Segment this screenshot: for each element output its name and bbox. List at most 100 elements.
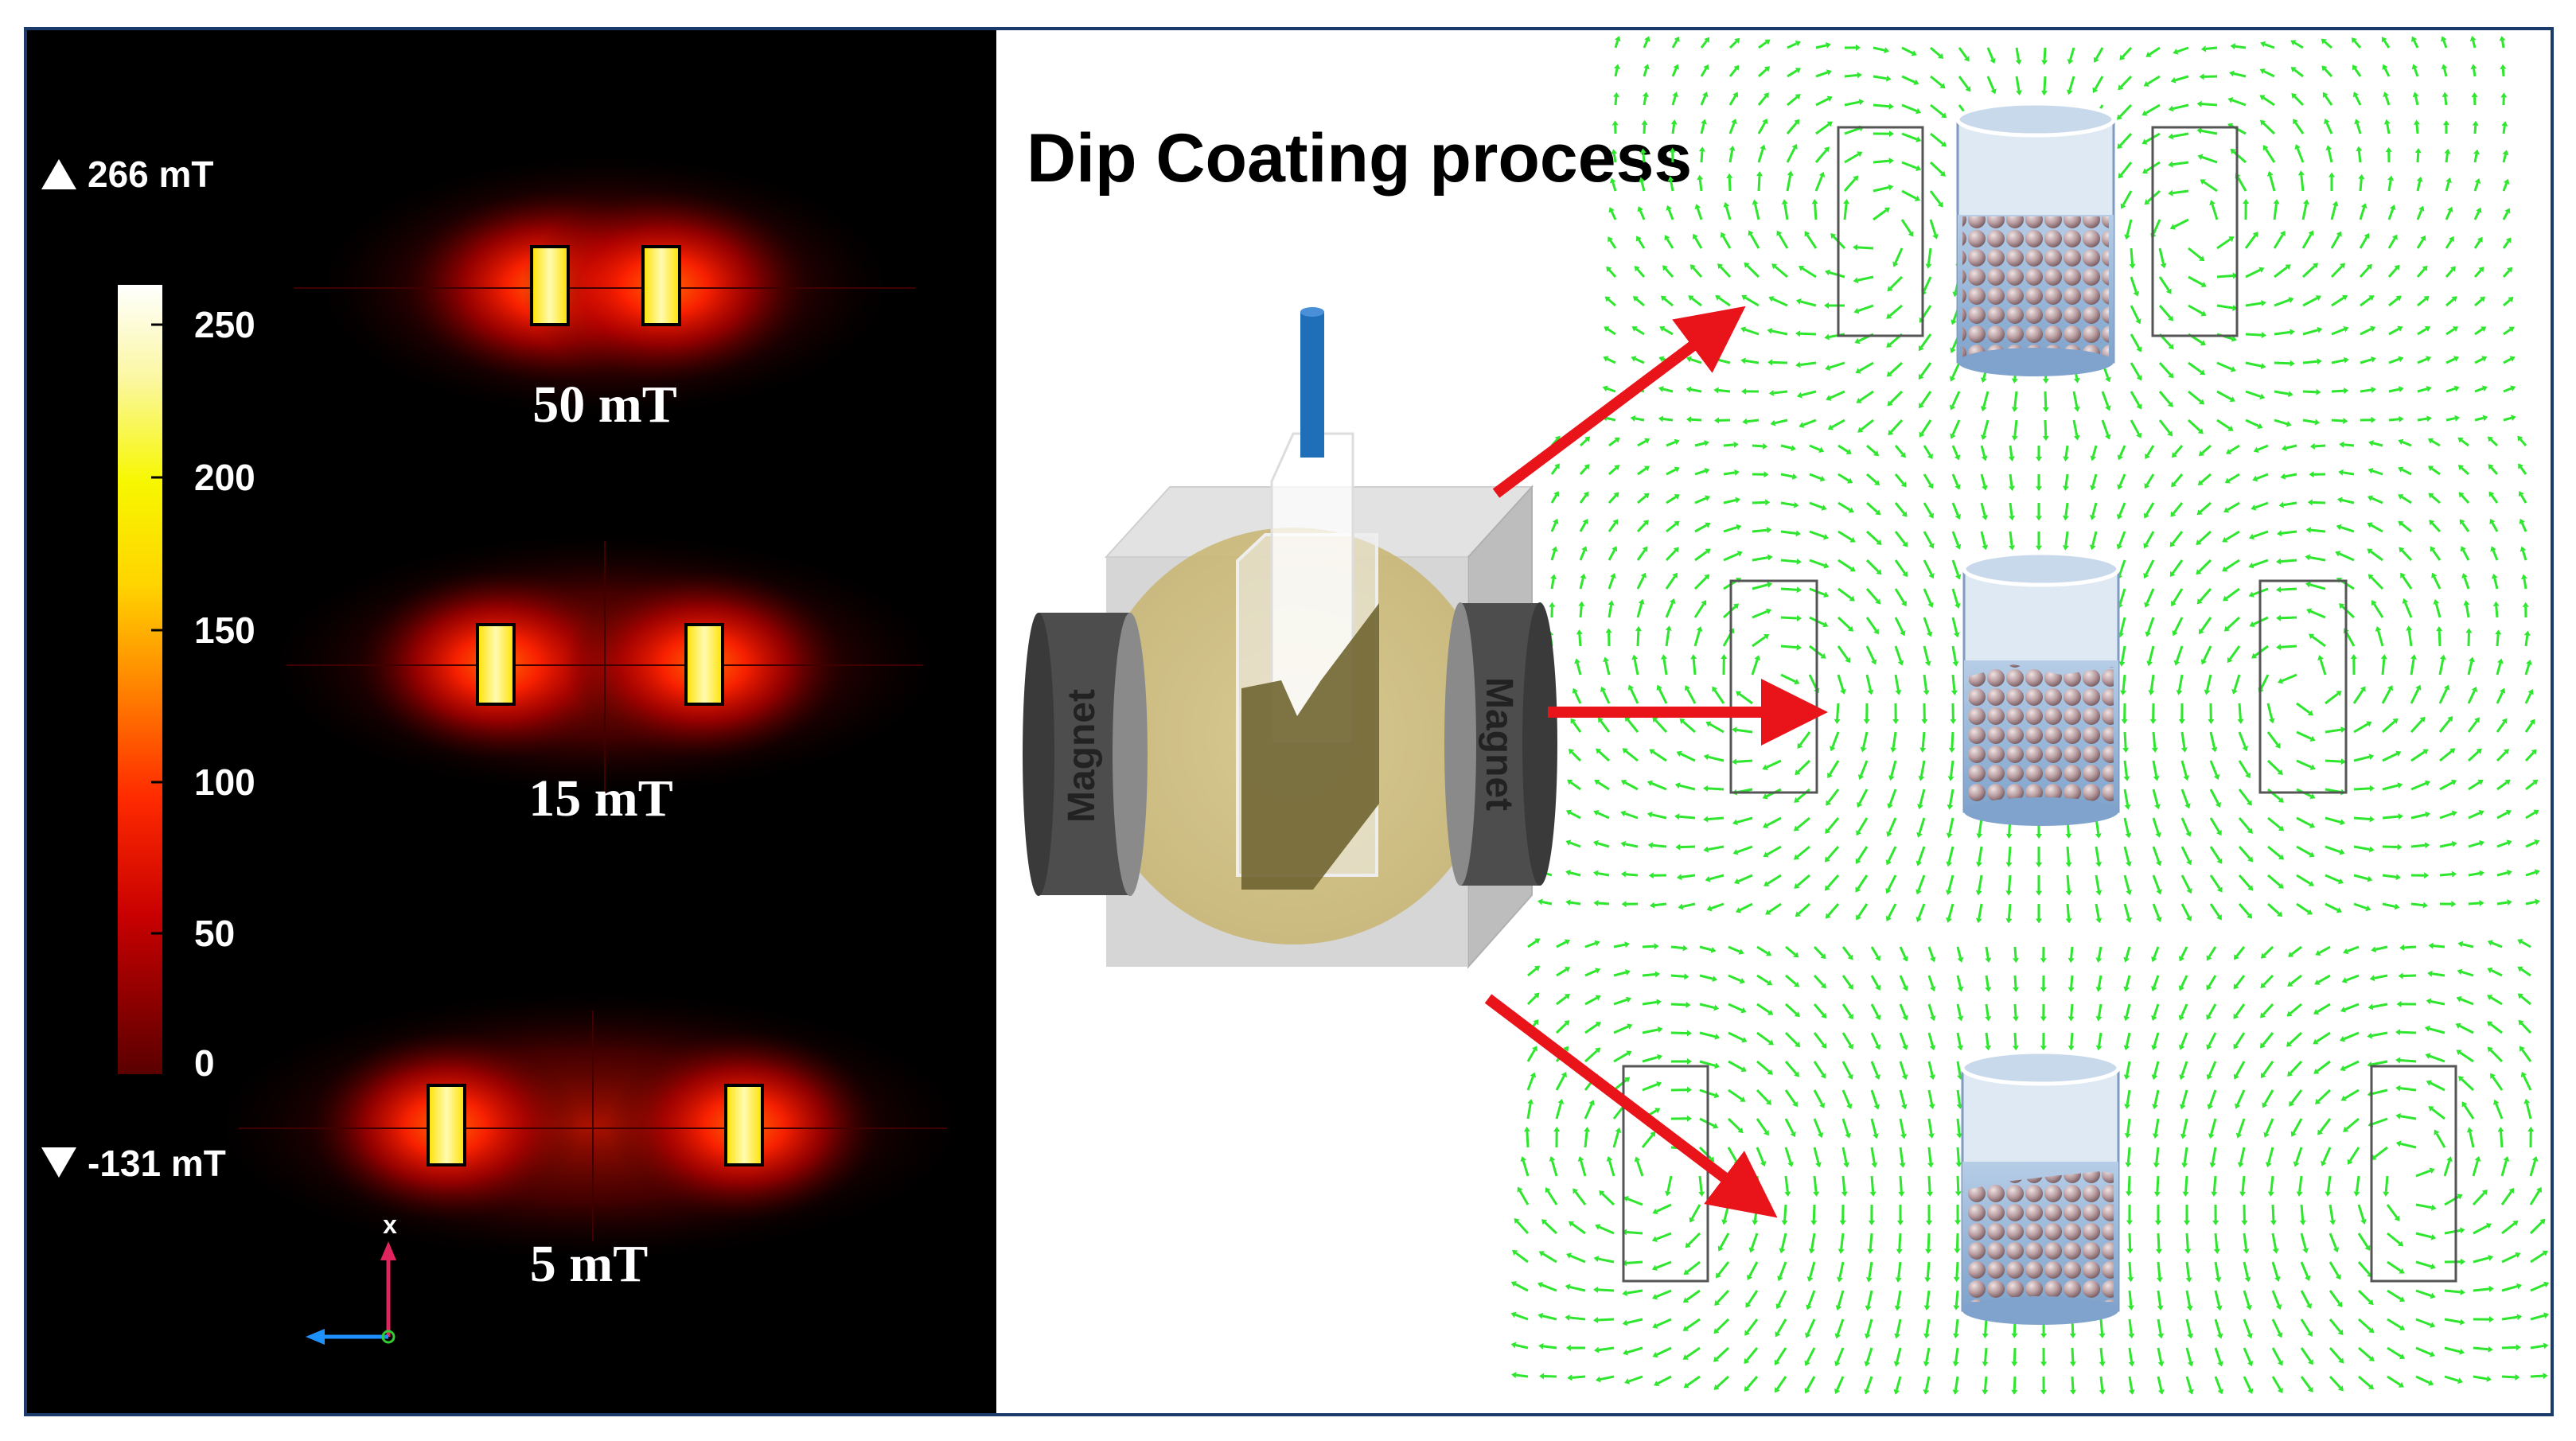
field-vector bbox=[1662, 328, 1674, 336]
field-vector bbox=[2374, 1146, 2388, 1159]
field-vector-head bbox=[2315, 949, 2321, 956]
field-vector bbox=[2384, 1175, 2389, 1193]
field-vector bbox=[1866, 444, 1876, 454]
field-vector-head bbox=[2125, 861, 2132, 867]
field-vector bbox=[2281, 530, 2297, 535]
field-vector bbox=[1636, 630, 1640, 647]
field-vector-head bbox=[2397, 782, 2403, 789]
field-vector bbox=[2370, 550, 2383, 562]
field-vector bbox=[1699, 974, 1713, 980]
field-vector bbox=[1746, 264, 1760, 278]
field-vector bbox=[2445, 357, 2456, 364]
field-vector-head bbox=[2016, 90, 2022, 95]
field-vector-head bbox=[2212, 1220, 2219, 1225]
field-vector-head bbox=[1537, 1312, 1544, 1319]
field-vector bbox=[2415, 1318, 2432, 1326]
field-vector bbox=[2066, 903, 2071, 919]
field-vector-head bbox=[1736, 907, 1742, 913]
field-vector-head bbox=[1918, 775, 1925, 781]
field-vector-head bbox=[2009, 515, 2016, 521]
field-vector bbox=[1899, 1118, 1905, 1135]
field-vector-head bbox=[1939, 170, 1946, 177]
field-vector bbox=[1541, 1283, 1557, 1292]
field-vector bbox=[1896, 1290, 1902, 1307]
field-vector-head bbox=[1640, 572, 1647, 578]
field-vector bbox=[1686, 1346, 1701, 1358]
field-vector-head bbox=[1925, 263, 1932, 269]
field-vector-head bbox=[1884, 207, 1891, 213]
field-vector-head bbox=[1923, 1305, 1931, 1311]
field-vector-head bbox=[2067, 957, 2075, 964]
field-vector-head bbox=[1768, 389, 1775, 396]
beaker-top bbox=[1955, 101, 2116, 376]
field-vector-head bbox=[1894, 1305, 1901, 1311]
field-vector bbox=[1670, 945, 1684, 950]
field-vector bbox=[2410, 688, 2420, 704]
field-vector bbox=[1951, 531, 1959, 546]
field-vector bbox=[2382, 720, 2395, 734]
field-vector-head bbox=[1787, 1161, 1794, 1167]
field-vector-head bbox=[1581, 546, 1588, 552]
field-vector-head bbox=[2126, 1220, 2133, 1225]
field-vector-head bbox=[2170, 511, 2177, 517]
field-vector-head bbox=[2251, 504, 2257, 511]
field-vector-head bbox=[2395, 1057, 2401, 1064]
field-vector bbox=[2239, 1147, 2246, 1163]
field-vector bbox=[1899, 1032, 1907, 1046]
field-vector bbox=[1767, 874, 1782, 885]
field-vector-head bbox=[1631, 356, 1637, 362]
field-vector-head bbox=[1635, 625, 1642, 632]
field-vector bbox=[1841, 975, 1852, 987]
field-vector-head bbox=[2206, 955, 2212, 961]
field-vector bbox=[2009, 445, 2013, 458]
field-vector-head bbox=[1642, 92, 1649, 98]
field-vector bbox=[2357, 1233, 2369, 1248]
field-vector-head bbox=[1919, 431, 1925, 438]
field-vector bbox=[1610, 211, 1617, 220]
field-vector-head bbox=[2478, 267, 2484, 273]
field-vector bbox=[2525, 870, 2536, 877]
field-vector-head bbox=[2367, 522, 2373, 528]
field-vector-head bbox=[1795, 361, 1801, 368]
field-vector bbox=[1899, 1147, 1904, 1164]
field-vector-head bbox=[1684, 973, 1689, 980]
field-vector-head bbox=[2429, 1167, 2435, 1174]
field-vector-head bbox=[2259, 393, 2266, 400]
field-vector-head bbox=[1549, 1156, 1556, 1162]
field-vector bbox=[1569, 1316, 1586, 1321]
field-vector bbox=[2520, 522, 2527, 532]
field-vector bbox=[2358, 1318, 2371, 1331]
field-vector bbox=[1809, 1261, 1816, 1278]
field-vector bbox=[2417, 357, 2428, 364]
field-vector bbox=[2301, 233, 2313, 249]
field-vector-head bbox=[2343, 388, 2349, 395]
colorbar-tick-label: 150 bbox=[194, 610, 255, 651]
field-vector bbox=[1865, 1376, 1873, 1391]
field-vector bbox=[2203, 181, 2218, 193]
field-vector-head bbox=[2290, 1131, 2297, 1137]
field-vector bbox=[1744, 296, 1760, 307]
field-vector-head bbox=[1875, 1014, 1881, 1021]
field-vector bbox=[1624, 812, 1639, 820]
field-vector bbox=[2152, 731, 2157, 749]
field-vector-head bbox=[2306, 608, 2313, 614]
field-vector-head bbox=[1652, 1208, 1658, 1214]
field-vector bbox=[1955, 1261, 1959, 1278]
field-vector bbox=[1826, 817, 1840, 831]
field-vector-head bbox=[2339, 848, 2345, 855]
field-vector-head bbox=[2222, 566, 2228, 572]
field-vector-head bbox=[1887, 286, 1893, 292]
field-vector-head bbox=[1827, 772, 1833, 779]
field-vector bbox=[2126, 1061, 2131, 1076]
field-vector-head bbox=[1768, 296, 1775, 302]
field-vector bbox=[1579, 606, 1583, 618]
field-vector bbox=[2156, 1175, 2160, 1193]
field-vector bbox=[2353, 722, 2369, 734]
field-vector-head bbox=[2411, 64, 2418, 70]
field-vector-head bbox=[1954, 454, 1961, 461]
field-vector-head bbox=[2186, 859, 2192, 866]
field-vector-head bbox=[1714, 1299, 1721, 1307]
field-vector-head bbox=[2340, 726, 2346, 734]
field-vector bbox=[2064, 531, 2069, 546]
field-vector-head bbox=[1533, 1019, 1539, 1026]
